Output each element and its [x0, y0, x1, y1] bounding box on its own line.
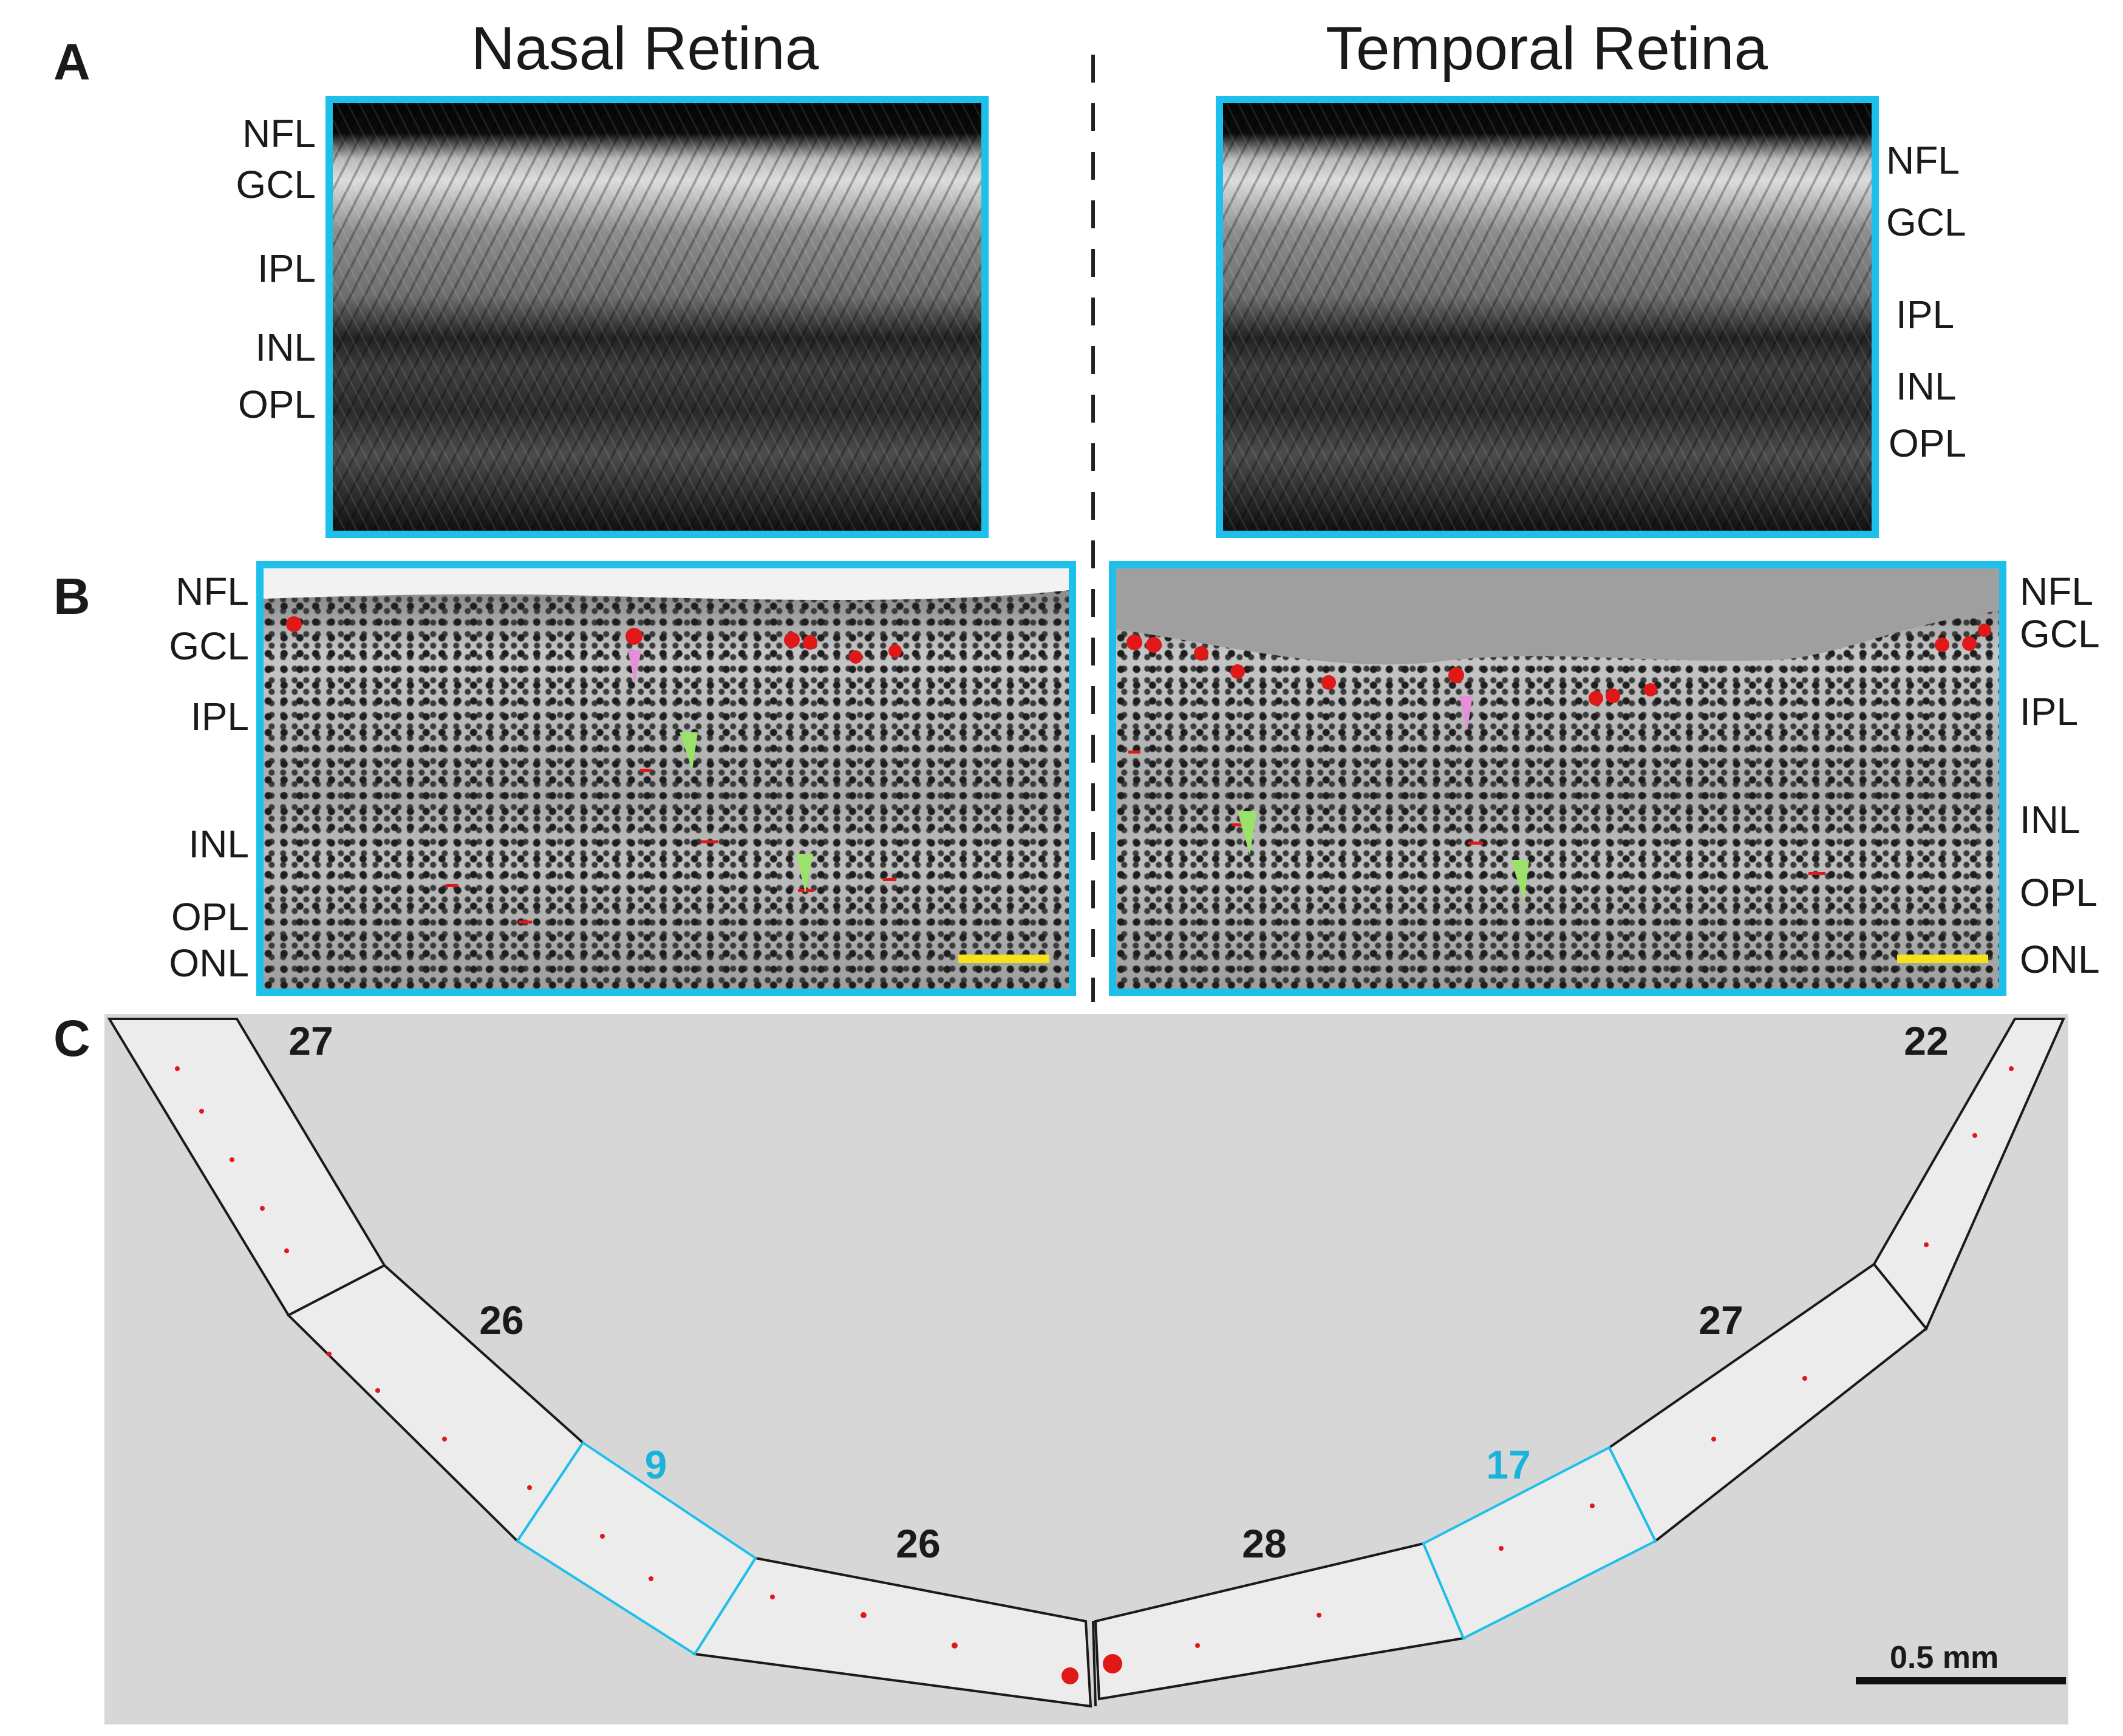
hist-nasal-layer-gcl: GCL	[169, 624, 249, 668]
hist-temporal-layer-inl: INL	[2020, 798, 2080, 842]
hist-nasal-layer-inl: INL	[188, 822, 249, 866]
histology-image-nasal	[256, 561, 1076, 996]
oct-temporal-layer-ipl: IPL	[1896, 293, 1955, 336]
hist-nasal-layer-onl: ONL	[169, 941, 249, 985]
nasal-retina-title: Nasal Retina	[471, 15, 819, 83]
hist-temporal-layer-gcl: GCL	[2020, 612, 2100, 656]
scale-bar-line	[1856, 1677, 2066, 1684]
hist-temporal-layer-opl: OPL	[2020, 871, 2098, 914]
scale-bar-label: 0.5 mm	[1890, 1640, 1999, 1675]
hist-temporal-layer-onl: ONL	[2020, 938, 2100, 981]
segment-outline	[1607, 1262, 1928, 1544]
oct-temporal-layer-nfl: NFL	[1886, 138, 1960, 182]
scale-bar-yellow-temporal	[1897, 955, 1988, 963]
histology-nasal-markers	[264, 568, 1069, 924]
count-temporal-4: 22	[1904, 1018, 1949, 1063]
hist-nasal-layer-nfl: NFL	[175, 570, 249, 613]
count-nasal-1: 27	[288, 1018, 333, 1063]
histology-image-temporal	[1109, 561, 2006, 996]
hist-temporal-layer-nfl: NFL	[2020, 570, 2093, 613]
oct-nasal-layer-ipl: IPL	[257, 247, 316, 290]
wholemount-retina-image: 0.5 mm	[104, 1014, 2068, 1724]
panel-label-a: A	[53, 33, 90, 90]
highlighted-segment	[516, 1441, 757, 1656]
count-temporal-2: 17	[1486, 1442, 1531, 1487]
oct-image-nasal	[325, 96, 989, 538]
segment-outline	[286, 1264, 585, 1544]
pink-arrowhead	[628, 650, 641, 684]
segment-outline	[692, 1556, 1092, 1708]
green-arrowhead	[1238, 811, 1257, 855]
oct-image-temporal	[1216, 96, 1879, 538]
panel-label-b: B	[53, 568, 90, 625]
green-arrowhead	[680, 732, 698, 770]
segment-outline	[1872, 1018, 2066, 1331]
midline-divider	[1091, 55, 1095, 1002]
hist-temporal-layer-ipl: IPL	[2020, 690, 2079, 734]
hist-nasal-layer-opl: OPL	[171, 895, 249, 939]
panel-label-c: C	[53, 1010, 90, 1067]
count-nasal-3: 9	[644, 1442, 667, 1487]
pink-arrowhead	[1459, 696, 1473, 731]
green-arrowhead	[796, 854, 813, 893]
segment-outline	[107, 1018, 386, 1317]
hist-nasal-layer-ipl: IPL	[190, 695, 249, 738]
count-nasal-2: 26	[479, 1298, 524, 1343]
oct-nasal-layer-nfl: NFL	[242, 112, 316, 155]
oct-temporal-layer-opl: OPL	[1889, 421, 1967, 465]
count-temporal-1: 28	[1242, 1521, 1287, 1566]
oct-nasal-layer-inl: INL	[255, 325, 316, 369]
oct-temporal-layer-gcl: GCL	[1886, 200, 1966, 244]
oct-nasal-layer-opl: OPL	[237, 383, 316, 426]
oct-temporal-layer-inl: INL	[1896, 364, 1957, 408]
green-arrowhead	[1511, 860, 1529, 901]
scale-bar-yellow-nasal	[958, 955, 1049, 963]
count-temporal-3: 27	[1699, 1298, 1743, 1343]
temporal-retina-title: Temporal Retina	[1325, 15, 1768, 83]
retina-strip-segments	[107, 1018, 2066, 1708]
histology-temporal-markers	[1116, 568, 1999, 901]
oct-nasal-layer-gcl: GCL	[236, 163, 316, 206]
highlighted-segment	[1422, 1446, 1657, 1640]
segment-outline	[1094, 1542, 1465, 1701]
count-nasal-4: 26	[896, 1521, 941, 1566]
